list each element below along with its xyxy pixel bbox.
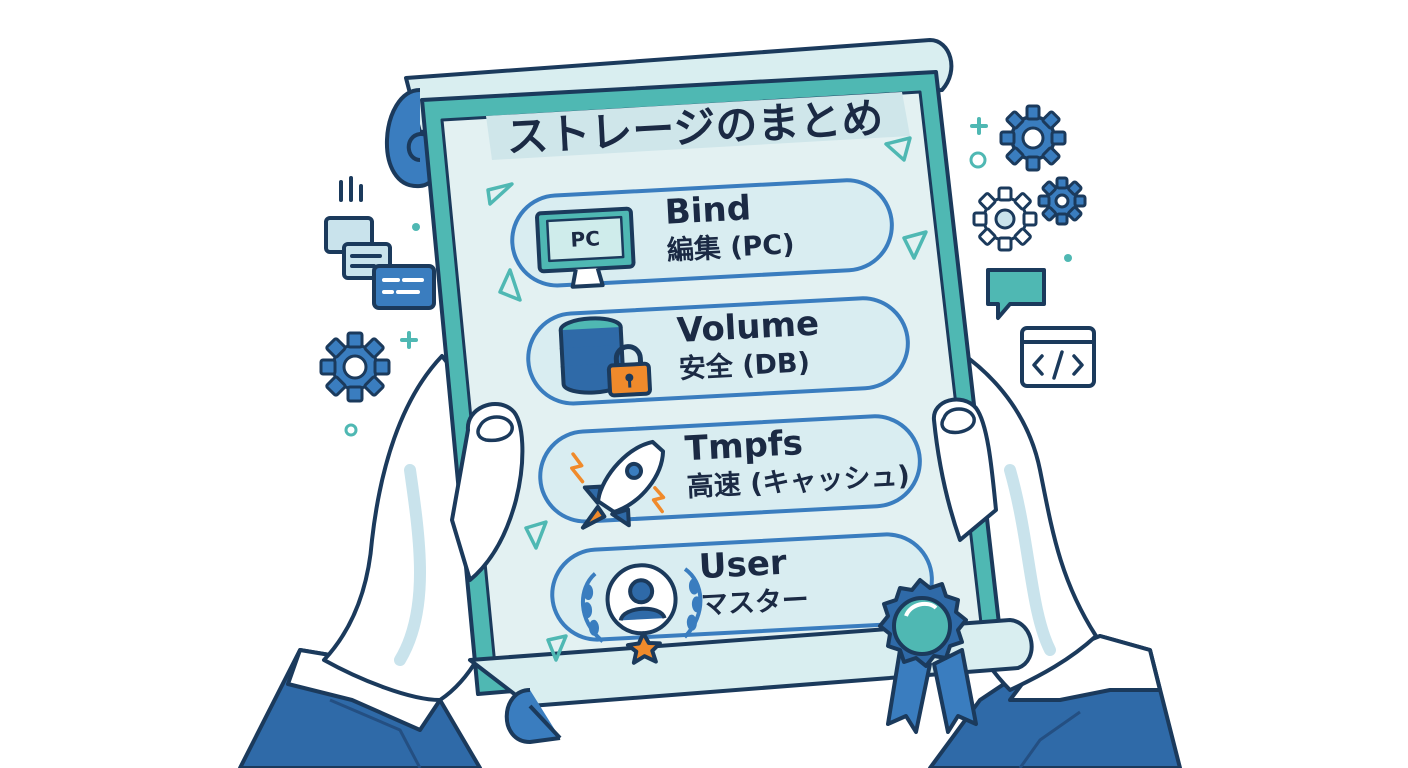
item-heading: Bind	[664, 188, 752, 232]
list-item-user: User マスター	[550, 532, 934, 665]
right-thumb	[931, 397, 998, 542]
left-thumb	[450, 402, 525, 582]
ribbon-medal-icon	[878, 578, 978, 734]
rocket-icon	[570, 439, 666, 530]
gear-icon-small	[972, 186, 1038, 252]
list-item-tmpfs: Tmpfs 高速 (キャッシュ)	[538, 414, 922, 530]
item-heading: Tmpfs	[684, 423, 804, 469]
document-stack-icon	[324, 216, 392, 280]
code-window-icon	[372, 264, 436, 310]
item-subtitle: マスター	[700, 585, 809, 622]
gear-icon-tiny	[1037, 176, 1087, 226]
user-laurel-icon	[581, 563, 703, 665]
list-item-bind: PC Bind 編集 (PC)	[510, 178, 894, 289]
list-item-volume: Volume 安全 (DB)	[526, 296, 910, 406]
item-subtitle: 編集 (PC)	[666, 228, 795, 267]
browser-code-icon	[1020, 326, 1096, 388]
svg-text:PC: PC	[570, 226, 601, 252]
title-band	[486, 92, 910, 160]
item-subtitle: 安全 (DB)	[678, 346, 811, 385]
item-heading: User	[698, 543, 788, 588]
database-lock-icon	[558, 316, 652, 398]
right-decorations	[969, 117, 1096, 388]
item-heading: Volume	[676, 304, 820, 351]
gear-icon	[319, 331, 391, 403]
scroll-ornaments	[486, 136, 928, 662]
chat-bubble-icon	[986, 268, 1046, 320]
gear-icon-large	[999, 104, 1067, 172]
left-decorations	[324, 176, 436, 437]
monitor-icon: PC	[535, 206, 636, 289]
left-sleeve	[238, 648, 482, 768]
